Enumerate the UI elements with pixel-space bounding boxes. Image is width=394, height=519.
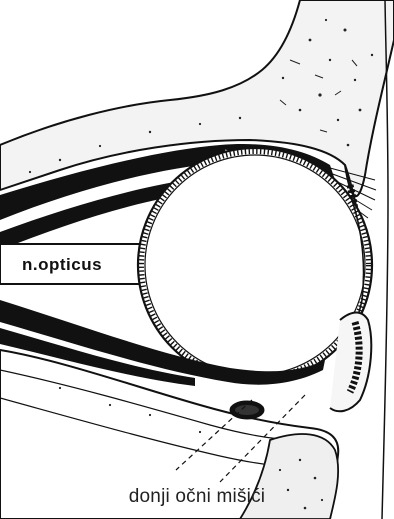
inferior-muscles-caption: donji očni mišići <box>0 486 394 508</box>
eyeball <box>138 148 372 382</box>
optic-nerve-label: n.opticus <box>22 255 102 274</box>
